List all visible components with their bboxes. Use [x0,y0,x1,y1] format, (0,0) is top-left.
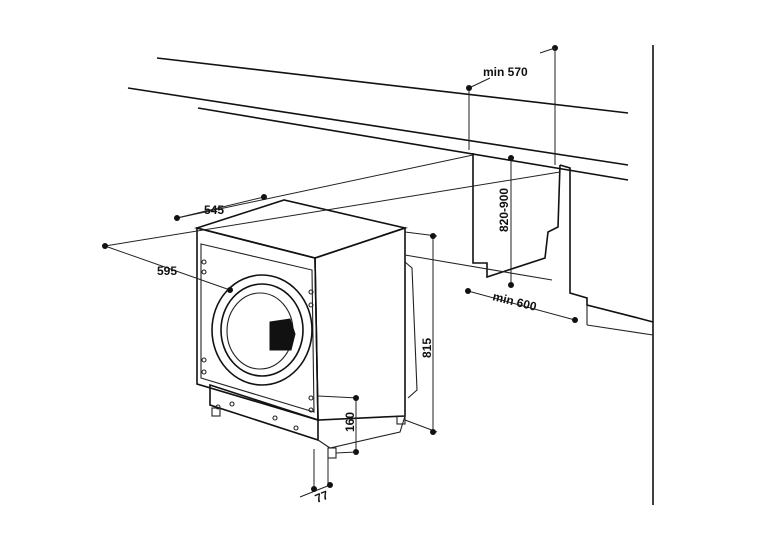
dim-595-left-dot [102,243,108,249]
dim-545-left-dot [174,215,180,221]
label-815: 815 [420,338,434,358]
dim-77-right-dot [327,482,333,488]
label-595: 595 [157,264,177,278]
niche-right-profile [559,164,654,323]
dim-min600-right-dot [572,317,578,323]
dim-595-line [104,245,231,291]
label-min-570: min 570 [483,65,528,79]
niche-left-profile [472,153,561,279]
dim-815-bottom-dot [430,429,436,435]
worktop-front-bottom-line [197,107,629,181]
label-820-900: 820-900 [497,188,511,232]
foot-front-right [327,447,337,459]
dim-820-bottom-dot [508,282,514,288]
door-inner-ring [220,283,304,377]
label-77: 77 [313,488,331,506]
dim-min570-leader [468,77,491,89]
dim-820-top-dot [508,155,514,161]
dim-160-bottom-ext [335,451,357,454]
label-min-600: min 600 [491,289,538,313]
front-inner-frame [200,243,315,413]
door-outer-ring [211,274,313,386]
dim-815-top-dot [430,233,436,239]
foot-front-left [211,407,221,417]
door-handle-icon [269,318,296,351]
dim-min600-line [467,290,576,321]
dim-160-top-ext [317,395,359,399]
dim-595-extension [104,171,561,247]
dim-top-leader [539,47,556,54]
dim-77-left-dot [311,486,317,492]
worktop-front-top-line [127,87,629,166]
back-bracket [404,261,418,399]
dim-545-right-dot [261,194,267,200]
dim-min600-left-dot [465,288,471,294]
machine-top-face [194,199,408,259]
base-plinth-side [317,415,406,449]
label-545: 545 [204,203,224,217]
dim-595-right-dot [227,287,233,293]
dim-160-top-dot [353,395,359,401]
dim-545-extension [176,154,474,219]
plinth-floor-line [586,324,654,336]
worktop-back-line [156,57,629,114]
base-screws [215,401,299,431]
front-screws [201,259,314,413]
label-160: 160 [343,412,357,432]
back-rail-line [404,254,553,281]
machine-side-face [314,226,406,421]
dim-min570-dot [466,85,472,91]
